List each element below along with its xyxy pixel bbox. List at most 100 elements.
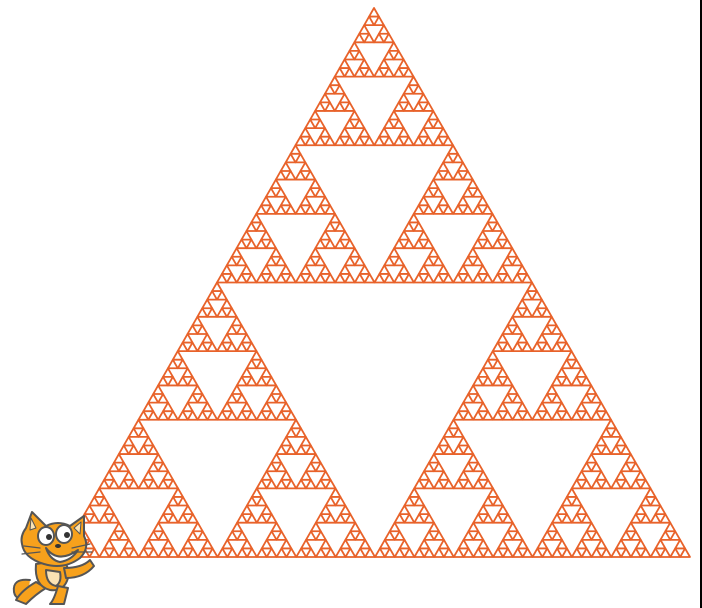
fractal-triangle [354,51,364,60]
fractal-triangle [222,334,232,343]
fractal-triangle [183,334,193,343]
fractal-triangle [335,102,345,111]
fractal-triangle [473,377,483,386]
fractal-triangle [286,205,296,214]
fractal-triangle [139,428,149,437]
fractal-triangle [197,308,207,317]
fractal-triangle [256,205,266,214]
fractal-triangle [330,77,340,86]
fractal-triangle [158,514,168,523]
fractal-triangle [340,94,350,103]
fractal-triangle [458,265,468,274]
fractal-triangle [522,343,532,352]
fractal-triangle [424,257,434,266]
fractal-triangle [419,231,429,240]
fractal-triangle [325,274,335,283]
fractal-triangle [567,488,577,497]
fractal-triangle [144,540,154,549]
fractal-triangle [557,368,567,377]
fractal-triangle [173,351,183,360]
fractal-triangle [443,205,453,214]
fractal-triangle [399,94,409,103]
fractal-triangle [405,548,415,557]
fractal-triangle [242,265,252,274]
fractal-triangle [139,480,149,489]
fractal-triangle [276,445,286,454]
fractal-triangle [596,471,606,480]
fractal-triangle [542,308,552,317]
fractal-triangle [261,197,271,206]
fractal-triangle [202,300,212,309]
fractal-triangle [296,205,306,214]
fractal-triangle [300,128,310,137]
fractal-triangle [277,548,287,557]
fractal-triangle [242,334,252,343]
fractal-triangle [641,514,651,523]
fractal-triangle [267,531,277,540]
fractal-triangle [193,523,203,532]
fractal-triangle [454,411,464,420]
fractal-triangle [537,300,547,309]
fractal-triangle [503,548,513,557]
fractal-triangle [163,471,173,480]
fractal-triangle [291,420,301,429]
fractal-triangle [552,411,562,420]
scratch-cat-sprite[interactable] [6,508,102,606]
fractal-triangle [276,205,286,214]
fractal-triangle [473,274,483,283]
fractal-triangle [459,540,469,549]
fractal-triangle [517,265,527,274]
fractal-triangle [247,343,257,352]
fractal-triangle [193,385,203,394]
fractal-triangle [359,59,369,68]
fractal-triangle [636,540,646,549]
fractal-triangle [552,343,562,352]
fractal-triangle [453,171,463,180]
fractal-triangle [483,360,493,369]
fractal-triangle [464,548,474,557]
fractal-triangle [267,548,277,557]
fractal-triangle [340,128,350,137]
fractal-triangle [433,120,443,129]
fractal-triangle [463,188,473,197]
fractal-triangle [227,394,237,403]
fractal-triangle [395,531,405,540]
fractal-triangle [306,257,316,266]
fractal-triangle [577,471,587,480]
fractal-triangle [306,274,316,283]
fractal-triangle [453,154,463,163]
fractal-triangle [149,531,159,540]
fractal-triangle [286,411,296,420]
fractal-triangle [345,51,355,60]
fractal-triangle [134,420,144,429]
fractal-triangle [374,137,384,146]
fractal-triangle [596,403,606,412]
fractal-triangle [552,531,562,540]
fractal-triangle [418,94,428,103]
fractal-triangle [355,531,365,540]
fractal-triangle [429,523,439,532]
fractal-triangle [498,506,508,515]
fractal-triangle [414,102,424,111]
fractal-triangle [567,351,577,360]
fractal-triangle [158,548,168,557]
fractal-triangle [310,111,320,120]
fractal-triangle [552,548,562,557]
fractal-triangle [315,240,325,249]
fractal-triangle [503,514,513,523]
fractal-triangle [207,411,217,420]
fractal-triangle [424,188,434,197]
fractal-triangle [591,480,601,489]
fractal-triangle [404,102,414,111]
fractal-triangle [586,385,596,394]
fractal-triangle [202,334,212,343]
fractal-triangle [423,137,433,146]
fractal-triangle [345,274,355,283]
fractal-triangle [399,231,409,240]
fractal-triangle [611,428,621,437]
fractal-triangle [424,531,434,540]
fractal-triangle [310,248,320,257]
fractal-triangle [168,497,178,506]
fractal-triangle [281,540,291,549]
